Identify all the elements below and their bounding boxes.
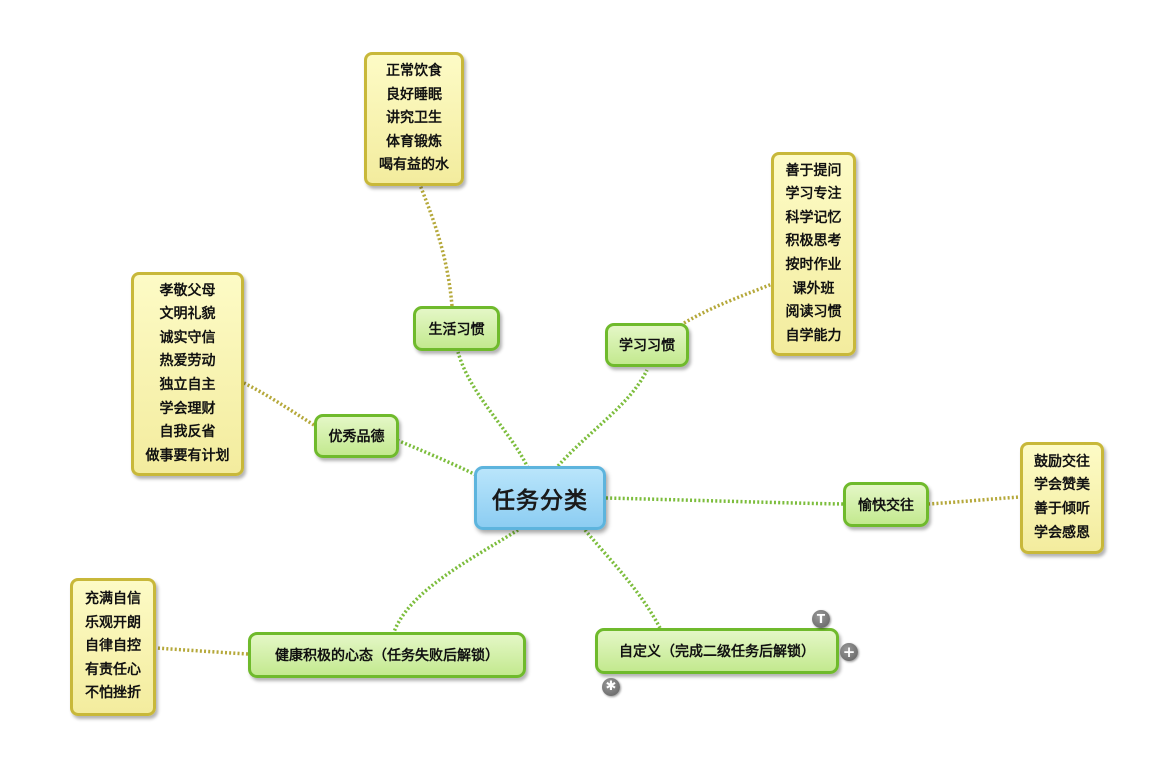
leaf-item: 不怕挫折 [85,685,141,702]
branch-study-habits[interactable]: 学习习惯 [605,323,689,367]
leaf-item: 热爱劳动 [159,353,216,370]
leaf-item: 积极思考 [785,233,842,250]
topic-t-icon[interactable]: T [812,610,830,628]
branch-label: 愉快交往 [858,497,914,514]
link-root-mental [392,528,519,633]
link-mental-leaf [155,646,249,656]
leaf-item: 体育锻炼 [386,133,442,150]
leaf-item: 课外班 [792,280,835,297]
link-root-virtue [396,438,477,477]
branch-happy-social[interactable]: 愉快交往 [843,482,929,527]
leaf-item: 文明礼貌 [159,306,216,323]
leaf-box-social[interactable]: 鼓励交往 学会赞美 善于倾听 学会感恩 [1020,442,1104,554]
branch-life-habits[interactable]: 生活习惯 [413,306,500,351]
branch-label: 生活习惯 [428,321,485,338]
leaf-item: 自我反省 [159,424,216,441]
leaf-item: 独立自主 [159,377,216,393]
link-root-custom [583,528,662,629]
leaf-item: 善于倾听 [1034,501,1090,517]
leaf-item: 学会理财 [159,400,216,417]
leaf-box-virtue[interactable]: 孝敬父母 文明礼貌 诚实守信 热爱劳动 独立自主 学会理财 自我反省 做事要有计… [131,272,244,476]
leaf-item: 自律自控 [85,638,141,655]
branch-custom[interactable]: 自定义（完成二级任务后解锁） [595,628,839,674]
link-root-social [605,496,844,506]
leaf-item: 学会感恩 [1034,524,1090,541]
leaf-item: 乐观开朗 [85,614,141,631]
leaf-item: 孝敬父母 [159,282,216,299]
link-root-study [556,369,649,468]
leaf-item: 诚实守信 [159,329,216,346]
branch-good-virtue[interactable]: 优秀品德 [314,414,399,458]
branch-label: 自定义（完成二级任务后解锁） [619,644,815,660]
leaf-item: 充满自信 [85,591,141,608]
root-label: 任务分类 [492,488,588,514]
leaf-box-life[interactable]: 正常饮食 良好睡眠 讲究卫生 体育锻炼 喝有益的水 [364,52,464,186]
branch-label: 健康积极的心态（任务失败后解锁） [275,648,499,664]
root-node[interactable]: 任务分类 [474,466,606,530]
branch-label: 学习习惯 [619,338,675,354]
leaf-item: 正常饮食 [386,63,442,80]
leaf-item: 讲究卫生 [386,110,442,127]
leaf-item: 鼓励交往 [1034,453,1090,470]
leaf-box-study[interactable]: 善于提问 学习专注 科学记忆 积极思考 按时作业 课外班 阅读习惯 自学能力 [771,152,856,356]
leaf-box-mental[interactable]: 充满自信 乐观开朗 自律自控 有责任心 不怕挫折 [70,578,156,716]
link-study-leaf [683,282,773,325]
link-social-leaf [927,495,1021,506]
link-root-life [456,351,530,469]
link-life-leaf [418,184,454,307]
leaf-item: 有责任心 [85,661,141,678]
leaf-item: 良好睡眠 [386,86,442,103]
branch-label: 优秀品德 [328,429,385,445]
add-subtopic-icon[interactable]: + [840,643,858,661]
leaf-item: 按时作业 [785,257,842,273]
leaf-item: 做事要有计划 [145,447,230,464]
leaf-item: 自学能力 [785,327,842,344]
leaf-item: 阅读习惯 [785,304,842,321]
star-marker-icon[interactable]: ✱ [602,678,620,696]
leaf-item: 喝有益的水 [379,157,449,174]
leaf-item: 学会赞美 [1034,477,1090,494]
leaf-item: 学习专注 [785,186,842,203]
leaf-item: 科学记忆 [785,209,842,226]
branch-positive-mindset[interactable]: 健康积极的心态（任务失败后解锁） [248,632,526,678]
leaf-item: 善于提问 [785,162,842,179]
link-virtue-leaf [243,381,315,427]
